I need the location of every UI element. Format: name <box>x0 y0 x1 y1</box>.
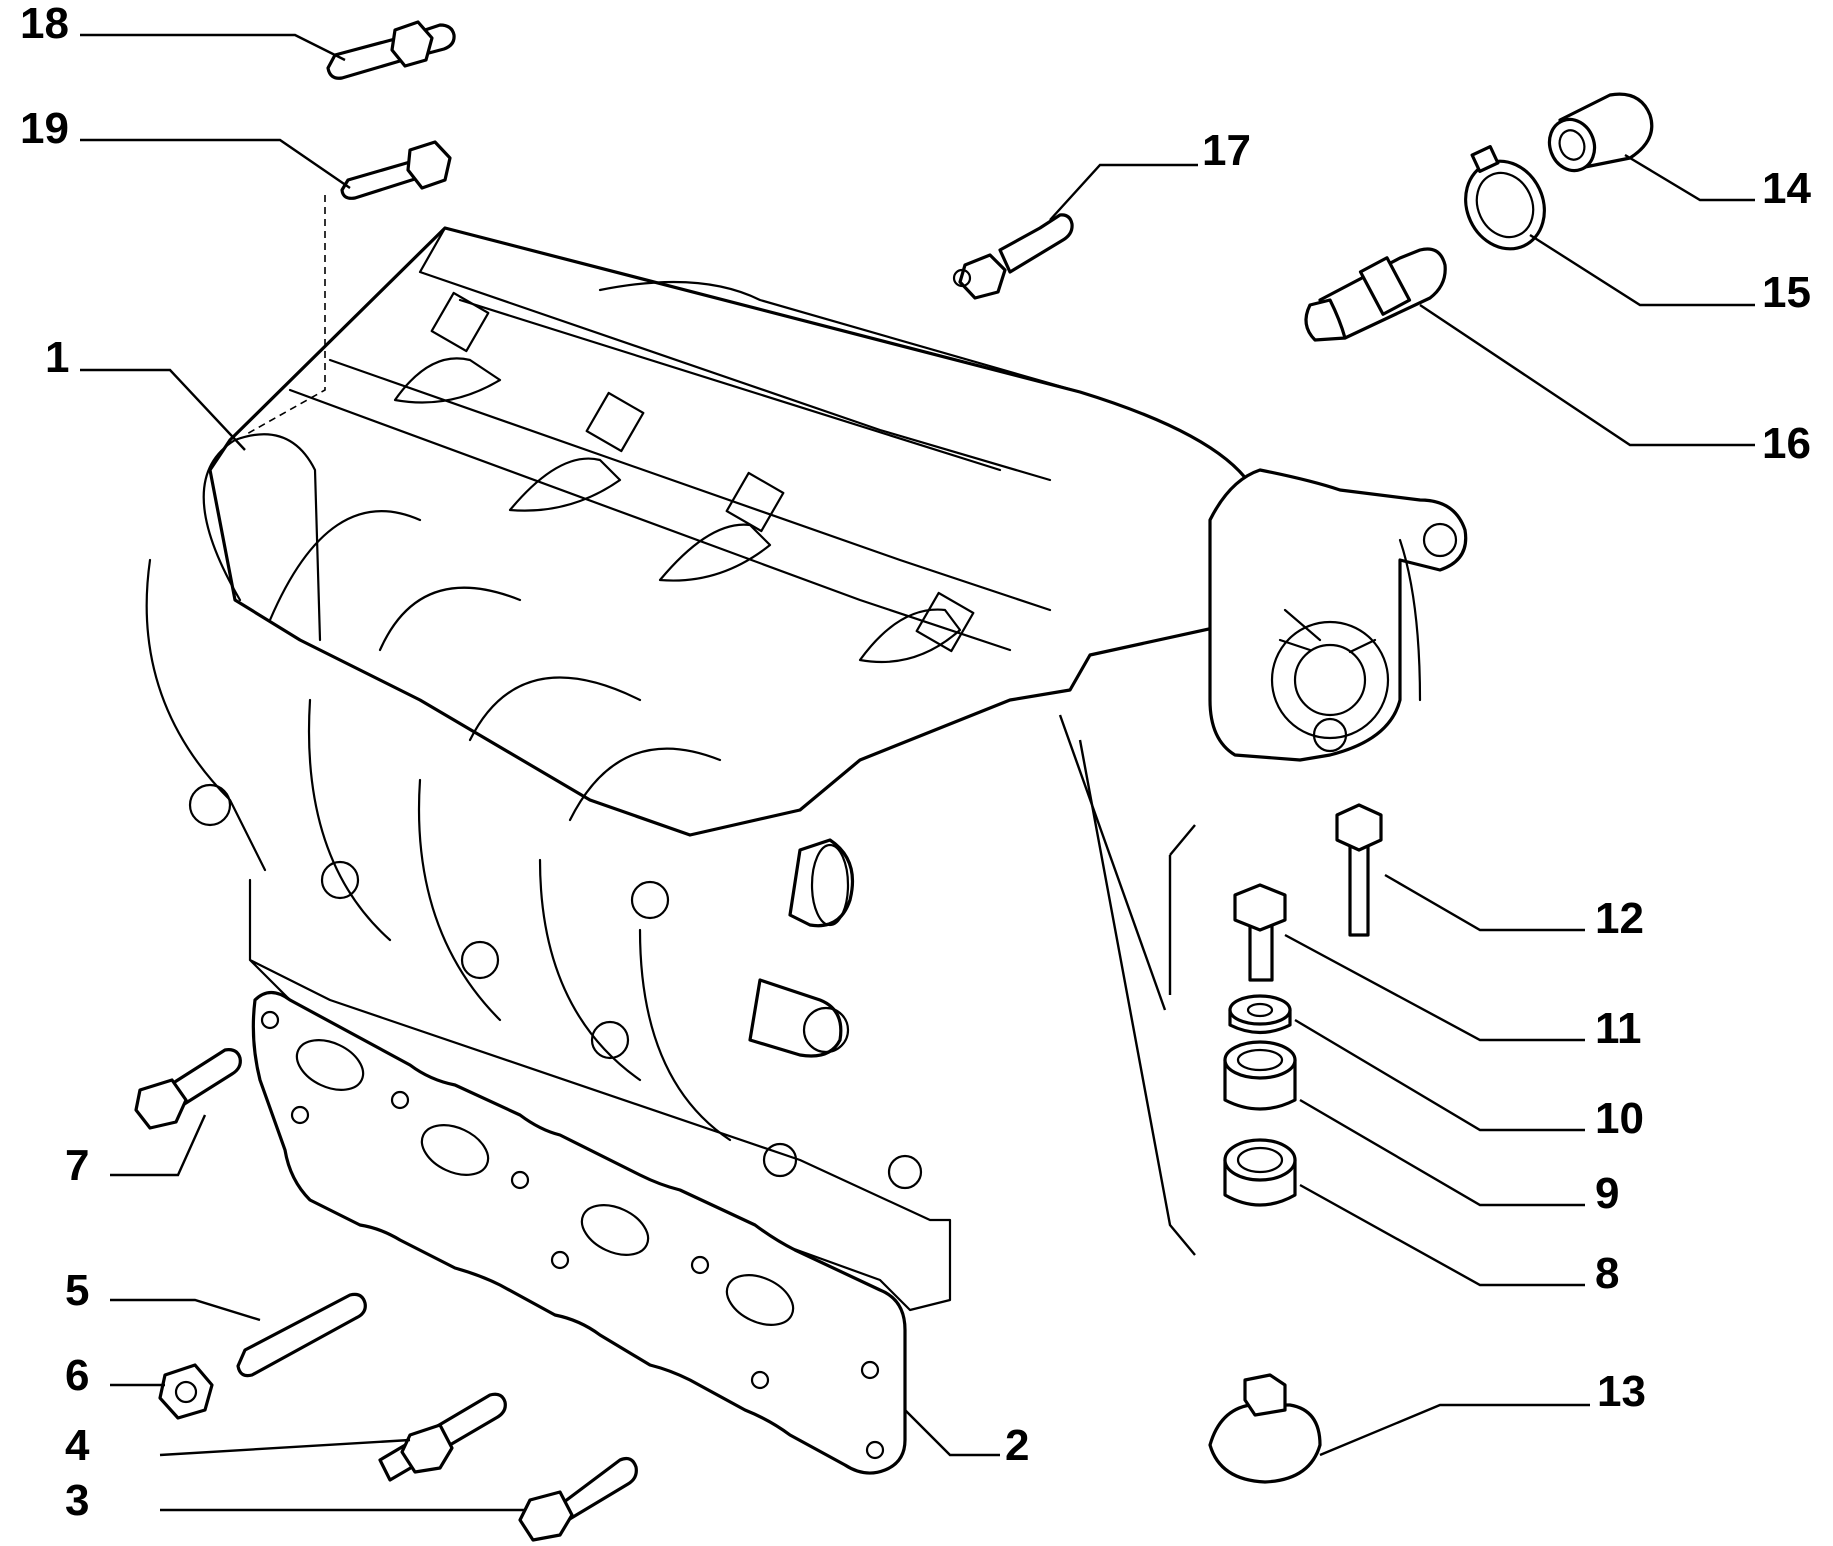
hose-14 <box>1547 92 1654 173</box>
label-15: 15 <box>1762 268 1811 317</box>
bolt-12 <box>1335 803 1383 937</box>
label-2: 2 <box>1005 1421 1029 1470</box>
leader-lines <box>80 33 1755 1512</box>
stud-4 <box>378 1392 507 1482</box>
stud-5 <box>236 1292 367 1378</box>
washer-10 <box>1228 994 1292 1035</box>
label-3: 3 <box>65 1476 89 1525</box>
plug-13 <box>1208 1373 1322 1484</box>
bolt-19 <box>340 140 452 200</box>
manifold-gasket <box>251 990 907 1475</box>
sensor-17 <box>952 213 1074 300</box>
label-9: 9 <box>1595 1169 1619 1218</box>
bolt-11 <box>1233 883 1287 982</box>
label-8: 8 <box>1595 1249 1619 1298</box>
label-7: 7 <box>65 1141 89 1190</box>
bolt-7 <box>134 1048 242 1130</box>
guide-line-19 <box>244 195 326 436</box>
hose-fitting-16 <box>1304 247 1447 342</box>
label-13: 13 <box>1597 1367 1646 1416</box>
nut-6 <box>158 1363 214 1420</box>
bushing-8 <box>1223 1138 1297 1207</box>
label-14: 14 <box>1762 164 1811 213</box>
label-12: 12 <box>1595 894 1644 943</box>
bolt-3 <box>518 1456 638 1542</box>
label-11: 11 <box>1595 1004 1642 1053</box>
label-16: 16 <box>1762 419 1811 468</box>
label-19: 19 <box>20 104 69 153</box>
label-10: 10 <box>1595 1094 1644 1143</box>
nut-9 <box>1223 1040 1297 1111</box>
label-18: 18 <box>20 0 69 48</box>
label-6: 6 <box>65 1351 89 1400</box>
label-17: 17 <box>1202 126 1251 175</box>
part-labels: 18 19 1 17 14 15 16 12 11 10 9 8 13 2 3 … <box>20 0 1811 1525</box>
guide-lines-right <box>1058 714 1196 1256</box>
label-4: 4 <box>65 1421 90 1470</box>
intake-manifold <box>145 226 1468 1312</box>
label-5: 5 <box>65 1266 89 1315</box>
stud-18 <box>326 20 456 80</box>
clamp-15 <box>1464 145 1546 251</box>
label-1: 1 <box>45 333 69 382</box>
